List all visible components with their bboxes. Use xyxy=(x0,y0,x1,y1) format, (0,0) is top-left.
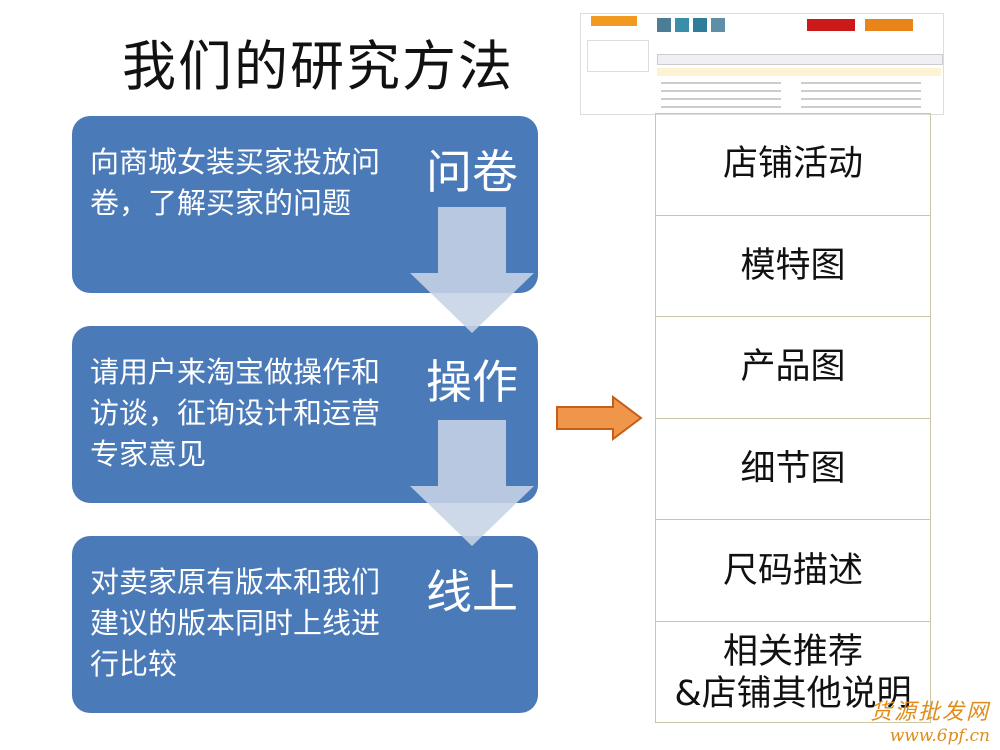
down-arrow-icon xyxy=(410,420,534,546)
thumb-image xyxy=(657,18,671,32)
step-card-questionnaire: 向商城女装买家投放问卷，了解买家的问题 问卷 xyxy=(72,116,538,293)
step-heading: 线上 xyxy=(426,565,518,619)
thumb-text-line xyxy=(661,90,781,92)
section-shop-activity: 店铺活动 xyxy=(656,114,930,216)
watermark: 货源批发网 www.6pf.cn xyxy=(870,694,990,746)
thumb-header-bar xyxy=(591,16,637,26)
thumb-notice-bar xyxy=(657,68,941,76)
step-description: 对卖家原有版本和我们建议的版本同时上线进行比较 xyxy=(90,565,381,681)
section-related-recommendations: 相关推荐 &店铺其他说明 xyxy=(674,631,912,714)
section-product-photos: 产品图 xyxy=(656,317,930,419)
thumb-image xyxy=(711,18,725,32)
thumb-text-line xyxy=(801,90,921,92)
thumb-search-box xyxy=(587,40,649,72)
thumb-buy-button xyxy=(807,19,855,31)
thumb-image xyxy=(693,18,707,32)
thumb-text-line xyxy=(801,98,921,100)
step-description: 请用户来淘宝做操作和访谈，征询设计和运营专家意见 xyxy=(90,355,381,471)
product-page-screenshot-thumbnail xyxy=(580,13,944,115)
right-arrow-icon xyxy=(556,395,643,441)
down-arrow-icon xyxy=(410,207,534,333)
section-detail-photos: 细节图 xyxy=(656,419,930,521)
step-heading: 问卷 xyxy=(426,145,518,199)
page-title: 我们的研究方法 xyxy=(122,35,514,98)
thumb-image xyxy=(675,18,689,32)
step-heading: 操作 xyxy=(426,355,518,409)
thumb-cart-button xyxy=(865,19,913,31)
thumb-tab-bar xyxy=(657,54,943,65)
step-description: 向商城女装买家投放问卷，了解买家的问题 xyxy=(90,145,381,220)
thumb-text-line xyxy=(661,82,781,84)
step-card-online: 对卖家原有版本和我们建议的版本同时上线进行比较 线上 xyxy=(72,536,538,713)
thumb-text-line xyxy=(661,106,781,108)
page-section-list: 店铺活动 模特图 产品图 细节图 尺码描述 相关推荐 &店铺其他说明 xyxy=(655,113,931,723)
thumb-text-line xyxy=(661,98,781,100)
watermark-line1: 货源批发网 xyxy=(869,700,990,725)
watermark-line2: www.6pf.cn xyxy=(889,726,990,746)
thumb-text-line xyxy=(801,106,921,108)
section-model-photos: 模特图 xyxy=(656,216,930,318)
section-size-description: 尺码描述 xyxy=(656,520,930,622)
thumb-text-line xyxy=(801,82,921,84)
